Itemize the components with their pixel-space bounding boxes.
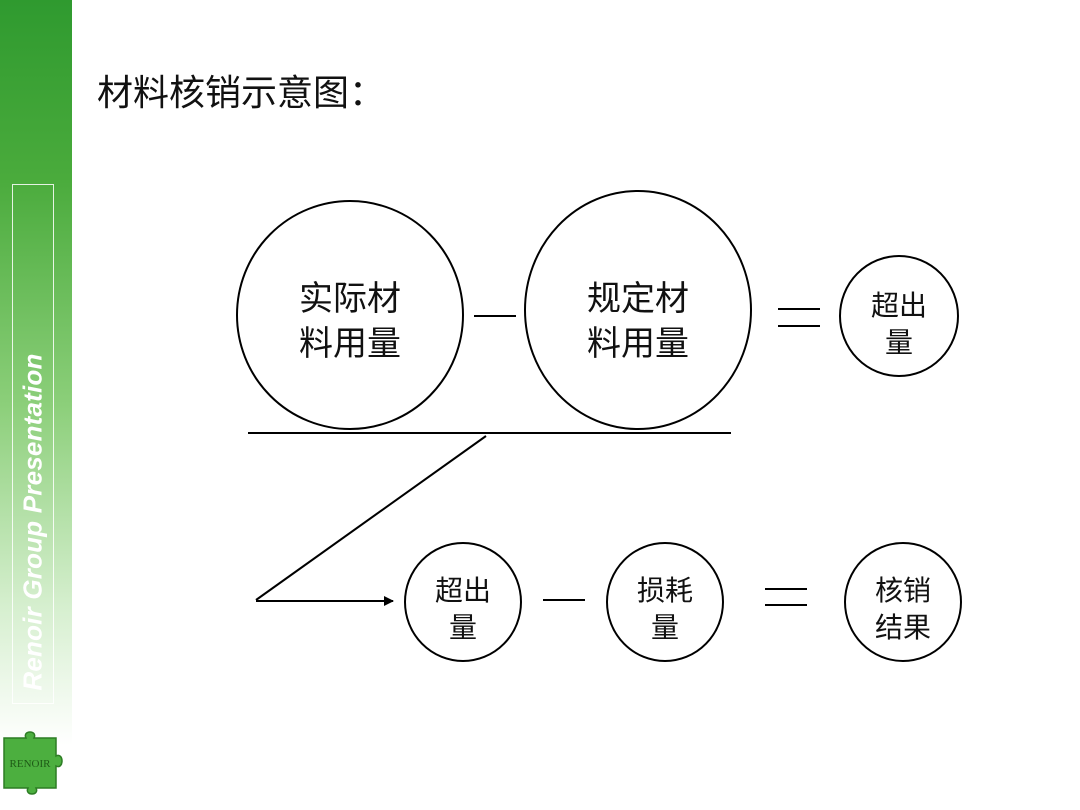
sidebar-frame [12, 184, 54, 704]
excess-amount-circle-top [839, 255, 959, 377]
equals-sign-top [778, 308, 820, 327]
renoir-puzzle-logo: RENOIR [3, 731, 63, 795]
result-line-1: 核销 [875, 574, 931, 607]
loss-node: 损耗 量 [606, 542, 724, 662]
puzzle-piece-shape [3, 731, 63, 795]
excess-amount-bottom-line-1: 超出 [435, 574, 491, 607]
excess-amount-node-bottom: 超出 量 [404, 542, 522, 662]
slide-title: 材料核销示意图： [97, 73, 386, 114]
excess-amount-circle-bottom [404, 542, 522, 662]
logo-text: RENOIR [10, 758, 52, 770]
equals-sign-bottom [765, 588, 807, 606]
result-node: 核销 结果 [844, 542, 962, 662]
standard-usage-line-2: 料用量 [587, 324, 689, 364]
standard-usage-line-1: 规定材 [587, 279, 689, 319]
standard-usage-circle [524, 190, 752, 430]
excess-amount-top-line-2: 量 [885, 326, 913, 359]
excess-amount-bottom-line-2: 量 [449, 611, 477, 644]
result-circle [844, 542, 962, 662]
actual-usage-circle [236, 200, 464, 430]
excess-amount-node-top: 超出 量 [839, 255, 959, 377]
loss-circle [606, 542, 724, 662]
excess-amount-top-line-1: 超出 [871, 289, 927, 322]
loss-line-1: 损耗 [637, 574, 693, 607]
result-line-2: 结果 [875, 611, 931, 644]
actual-usage-line-2: 料用量 [299, 324, 401, 364]
loss-line-2: 量 [651, 611, 679, 644]
actual-usage-line-1: 实际材 [299, 279, 401, 319]
actual-usage-node: 实际材 料用量 [236, 200, 464, 430]
sidebar-band: Renoir Group Presentation [0, 0, 72, 810]
standard-usage-node: 规定材 料用量 [524, 190, 752, 430]
connector-diagonal [255, 435, 487, 601]
